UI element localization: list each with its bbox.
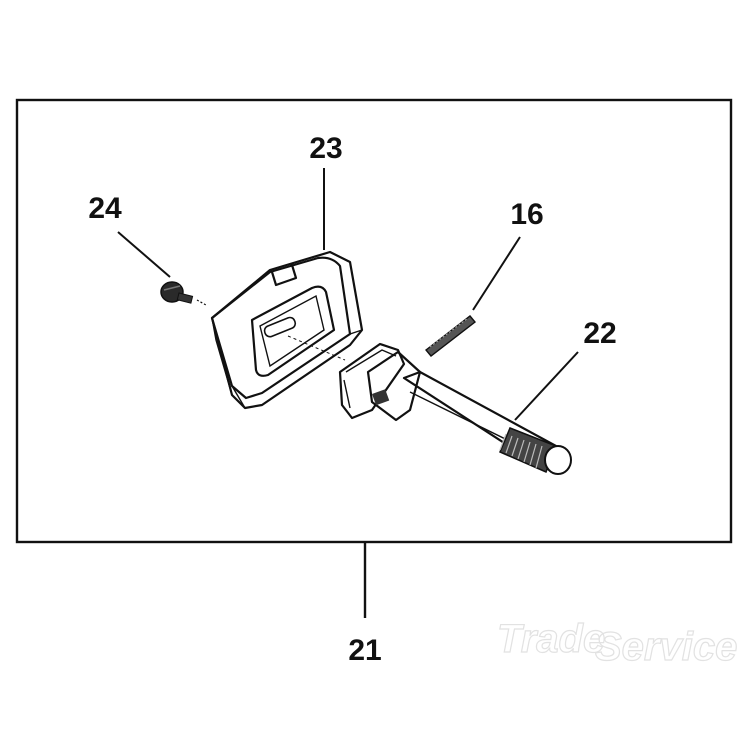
watermark-logo: Trade Service (496, 616, 738, 669)
callout-23: 23 (309, 132, 342, 165)
callout-16: 16 (510, 198, 543, 231)
watermark-line1: Trade (497, 617, 605, 661)
leader-line-22 (514, 351, 579, 421)
assembly-frame (15, 98, 733, 544)
callout-24: 24 (88, 192, 122, 225)
callout-21: 21 (348, 634, 381, 667)
leader-line-16 (472, 236, 521, 311)
tbolt-part-22 (338, 342, 572, 475)
screw-part-24 (160, 281, 207, 306)
frame-block-part-23 (210, 250, 364, 410)
leader-line-24 (117, 231, 171, 278)
callout-22: 22 (583, 317, 616, 350)
watermark-line2: Service (595, 625, 737, 669)
pin-part-16 (424, 315, 477, 357)
